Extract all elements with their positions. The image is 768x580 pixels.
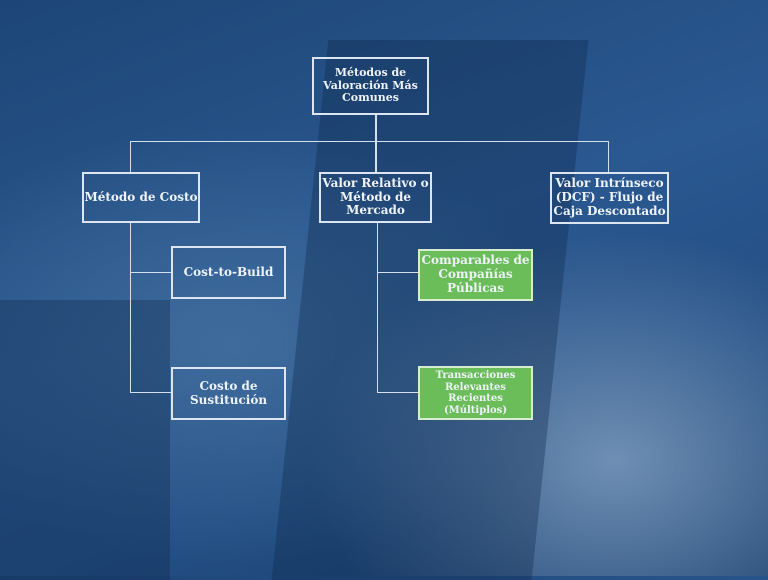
connector [377,222,378,392]
connector [130,141,609,142]
node-label: Valor Intrínseco (DCF) - Flujo de Caja D… [553,176,666,218]
connector [608,141,609,172]
node-comparables: Comparables de Compañías Públicas [418,249,533,301]
background-building [0,300,170,580]
node-label: Cost-to-Build [183,264,274,279]
root-label: Métodos de Valoración Más Comunes [323,66,418,105]
node-costo-sustitucion: Costo de Sustitución [171,367,286,420]
node-label: Valor Relativo o Método de Mercado [322,175,429,218]
node-dcf: Valor Intrínseco (DCF) - Flujo de Caja D… [550,172,669,224]
connector [130,141,131,172]
node-label: Método de Costo [84,189,198,204]
node-valor-relativo: Valor Relativo o Método de Mercado [319,172,432,223]
connector [130,392,171,393]
node-label: Costo de Sustitución [189,378,268,407]
background-building [271,40,589,580]
connector [377,392,418,393]
connector [377,272,418,273]
connector [130,222,131,392]
root-node: Métodos de Valoración Más Comunes [312,57,429,115]
node-cost-to-build: Cost-to-Build [171,246,286,299]
node-label: Comparables de Compañías Públicas [421,253,530,295]
connector [375,114,377,172]
node-label: Transacciones Relevantes Recientes (Múlt… [435,370,516,416]
node-transacciones: Transacciones Relevantes Recientes (Múlt… [418,366,533,420]
connector [130,272,171,273]
node-metodo-costo: Método de Costo [82,172,200,223]
